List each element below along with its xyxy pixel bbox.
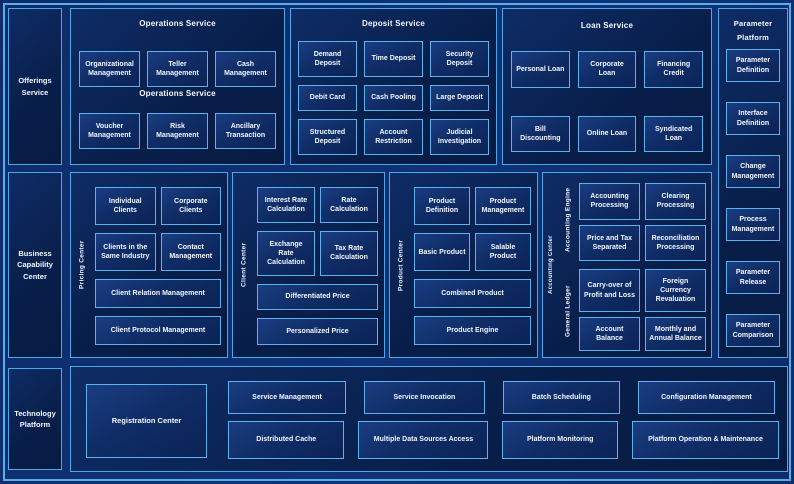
loan-box: Bill Discounting — [511, 115, 570, 152]
pricing-box: Contact Management — [160, 233, 221, 272]
pricing-center-label: Pricing Center — [78, 240, 86, 290]
loan-box: Personal Loan — [511, 51, 570, 88]
product-box-wide: Product Engine — [414, 316, 531, 345]
operations-service-panel: Operations Service Organizational Manage… — [70, 8, 285, 165]
pricing-box-wide: Client Relation Management — [95, 279, 221, 309]
deposit-box: Large Deposit — [430, 84, 489, 112]
rail-technology-platform: Technology Platform — [8, 368, 62, 470]
pricing-box-wide: Client Protocol Management — [95, 316, 221, 345]
product-center-label: Product Center — [397, 239, 405, 291]
tech-box: Distributed Cache — [228, 421, 345, 459]
deposit-box: Account Restriction — [364, 119, 423, 155]
accounting-box: Price and Tax Separated — [579, 224, 640, 261]
client-box-wide: Differentiated Price — [257, 283, 378, 311]
accounting-box: Reconciliation Processing — [645, 224, 706, 261]
loan-box: Online Loan — [577, 115, 637, 152]
product-box: Product Definition — [414, 187, 470, 226]
operations-box: Ancillary Transaction — [215, 113, 276, 149]
pricing-box: Clients in the Same Industry — [95, 233, 156, 272]
client-box-wide: Personalized Price — [257, 318, 378, 345]
operations-service-subtitle: Operations Service — [139, 89, 216, 98]
product-box: Product Management — [475, 187, 531, 226]
deposit-box: Security Deposit — [430, 41, 489, 77]
operations-box: Organizational Management — [79, 51, 140, 87]
technology-platform-panel: Registration Center Service Management S… — [70, 366, 788, 472]
tech-box: Multiple Data Sources Access — [358, 421, 489, 459]
loan-box: Financing Credit — [644, 51, 703, 88]
loan-box: Syndicated Loan — [644, 115, 703, 152]
rail-business-label: Business Capability Center — [17, 249, 53, 281]
deposit-box: Debit Card — [298, 84, 357, 112]
pricing-box: Corporate Clients — [160, 187, 221, 226]
rail-offerings-label: Offerings Service — [18, 76, 52, 97]
tech-box: Configuration Management — [637, 381, 775, 414]
accounting-engine-label: Accounting Engine — [564, 187, 572, 253]
client-center-panel: Client Center Interest Rate Calculation … — [232, 172, 385, 358]
parameter-box: Parameter Definition — [726, 49, 780, 82]
loan-box: Corporate Loan — [577, 51, 637, 88]
tech-box: Platform Monitoring — [502, 421, 619, 459]
tech-box: Service Invocation — [364, 381, 485, 414]
loan-service-panel: Loan Service Personal Loan Corporate Loa… — [502, 8, 712, 165]
accounting-center-panel: Accounting Center Accounting Engine Acco… — [542, 172, 712, 358]
parameter-platform-title: Parameter Platform — [733, 19, 773, 43]
deposit-box: Demand Deposit — [298, 41, 357, 77]
parameter-platform-panel: Parameter Platform Parameter Definition … — [718, 8, 788, 358]
product-box: Basic Product — [414, 233, 470, 272]
accounting-engine-group: Accounting Engine Accounting Processing … — [559, 179, 706, 261]
accounting-center-label: Accounting Center — [548, 235, 554, 295]
parameter-box: Change Management — [726, 155, 780, 188]
product-box-wide: Combined Product — [414, 279, 531, 309]
tech-box: Batch Scheduling — [502, 381, 620, 414]
deposit-service-title: Deposit Service — [361, 19, 426, 28]
operations-box: Cash Management — [215, 51, 276, 87]
deposit-box: Judicial Investigation — [430, 119, 489, 155]
rail-offerings-service: Offerings Service — [8, 8, 62, 165]
rail-technology-label: Technology Platform — [14, 408, 56, 429]
client-center-label: Client Center — [240, 242, 248, 288]
rail-business-capability-center: Business Capability Center — [8, 172, 62, 358]
product-box: Salable Product — [475, 233, 531, 272]
client-box: Interest Rate Calculation — [257, 187, 315, 223]
parameter-box: Process Management — [726, 208, 780, 241]
pricing-box: Individual Clients — [95, 187, 156, 226]
parameter-box: Parameter Release — [726, 261, 780, 294]
parameter-box: Parameter Comparison — [726, 314, 780, 347]
general-ledger-label: General Ledger — [564, 285, 572, 337]
operations-service-title: Operations Service — [139, 19, 216, 28]
operations-box: Risk Management — [147, 113, 208, 149]
general-ledger-group: General Ledger Carry-over of Profit and … — [559, 269, 706, 353]
deposit-box: Time Deposit — [364, 41, 423, 77]
tech-box: Platform Operation & Maintenance — [632, 421, 779, 459]
accounting-box: Clearing Processing — [645, 183, 706, 220]
operations-box: Teller Management — [147, 51, 208, 87]
deposit-service-panel: Deposit Service Demand Deposit Time Depo… — [290, 8, 497, 165]
registration-center-box: Registration Center — [86, 384, 207, 458]
product-center-panel: Product Center Product Definition Produc… — [389, 172, 538, 358]
client-box: Tax Rate Calculation — [320, 230, 378, 276]
parameter-box: Interface Definition — [726, 102, 780, 135]
client-box: Exchange Rate Calculation — [257, 230, 315, 276]
ledger-box: Monthly and Annual Balance — [645, 317, 706, 351]
deposit-box: Cash Pooling — [364, 84, 423, 112]
client-box: Rate Calculation — [320, 187, 378, 223]
ledger-box: Carry-over of Profit and Loss — [579, 269, 640, 313]
deposit-box: Structured Deposit — [298, 119, 357, 155]
operations-box: Voucher Management — [79, 113, 140, 149]
tech-box: Service Management — [228, 381, 347, 414]
accounting-box: Accounting Processing — [579, 183, 640, 220]
loan-service-title: Loan Service — [580, 21, 634, 30]
pricing-center-panel: Pricing Center Individual Clients Corpor… — [70, 172, 228, 358]
ledger-box: Foreign Currency Revaluation — [645, 269, 706, 313]
ledger-box: Account Balance — [579, 317, 640, 351]
